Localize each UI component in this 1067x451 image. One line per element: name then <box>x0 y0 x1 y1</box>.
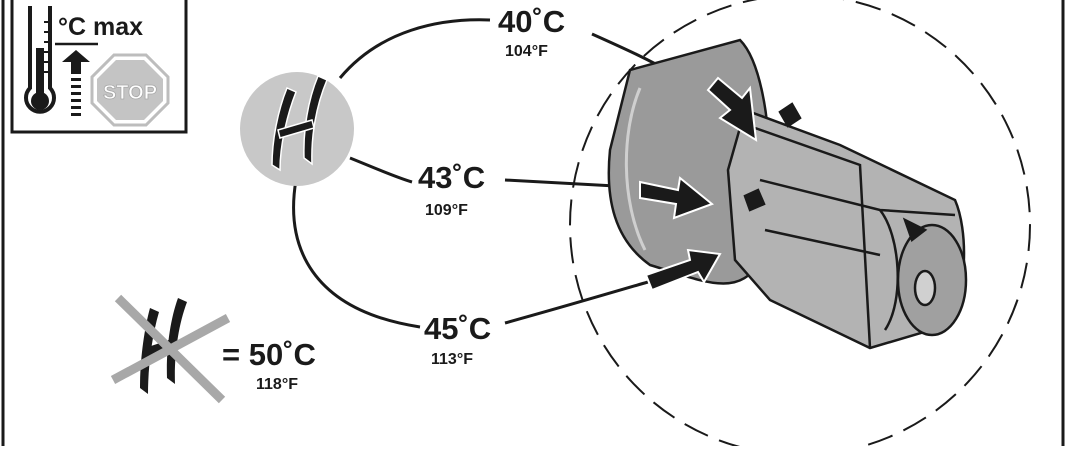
callout-45-fahrenheit: 113°F <box>431 351 473 368</box>
stop-sign-text: STOP <box>103 82 157 104</box>
callout-40-fahrenheit: 104°F <box>505 43 548 60</box>
callout-43-celsius: 43˚C <box>418 160 486 195</box>
thermometer-icon <box>24 6 56 114</box>
callout-arrows <box>639 76 758 292</box>
thermometer-box <box>10 0 188 134</box>
stop-sign-icon: STOP <box>90 53 170 127</box>
callout-45-celsius: 45˚C <box>424 311 492 346</box>
callout-50-celsius: = 50˚C <box>222 337 316 372</box>
callout-50-fahrenheit: 118°F <box>256 376 298 393</box>
crossed-out-symbol-icon <box>110 294 231 404</box>
arrow-up-icon <box>62 50 90 116</box>
callout-43-fahrenheit: 109°F <box>425 202 468 219</box>
detail-dashed-circle <box>569 0 1031 451</box>
callout-40-celsius: 40˚C <box>498 4 566 39</box>
max-temperature-label: °C max <box>58 13 144 41</box>
hot-water-symbol-icon <box>271 75 328 172</box>
